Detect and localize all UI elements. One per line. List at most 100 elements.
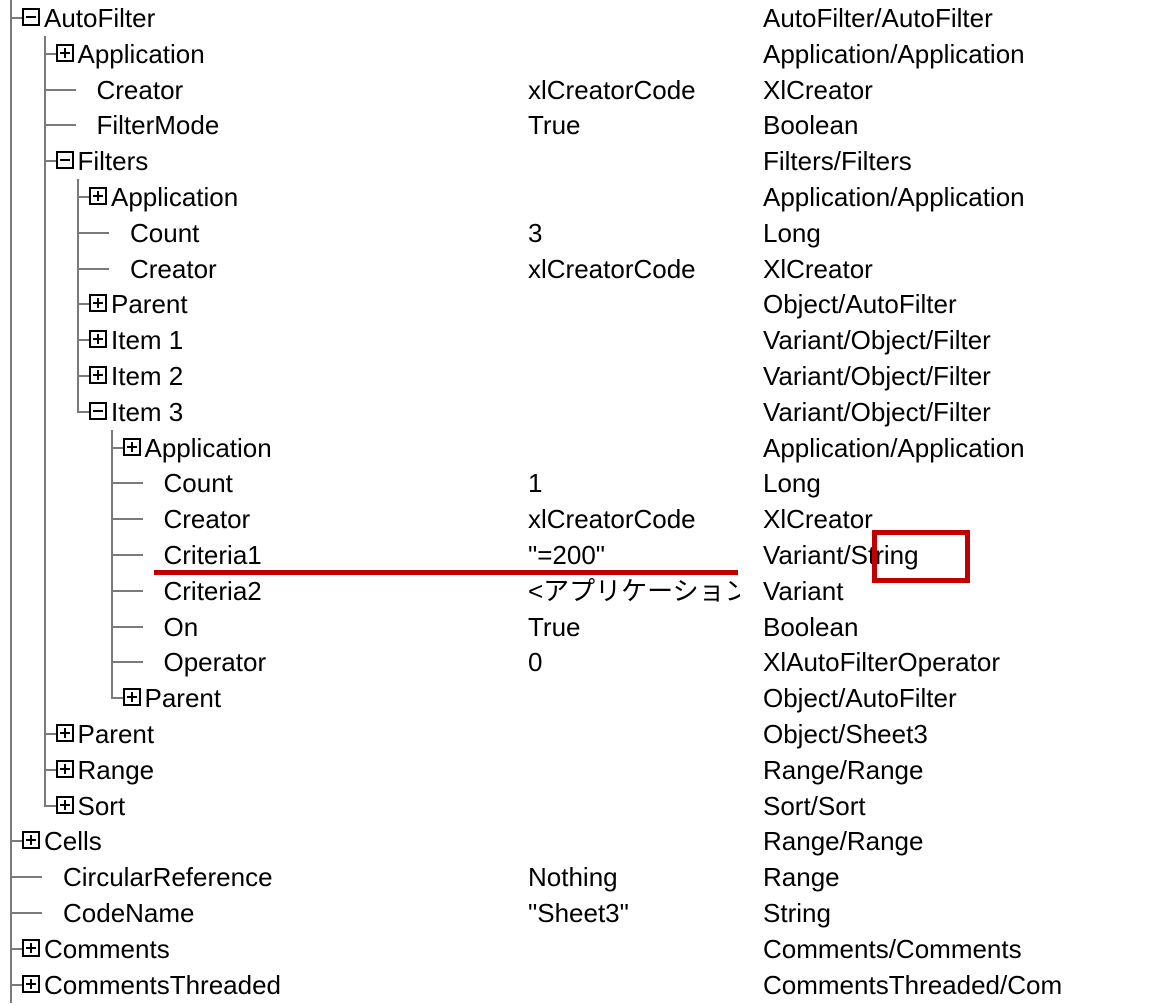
tree-branch-line (43, 160, 56, 162)
tree-guide-line (43, 573, 46, 609)
tree-item-type: Range/Range (763, 755, 924, 785)
plus-box-icon[interactable] (55, 44, 74, 62)
tree-guide-line (10, 286, 12, 322)
tree-item-name: Creator (163, 504, 251, 534)
tree-branch-line (77, 375, 89, 377)
plus-box-icon[interactable] (55, 760, 74, 778)
tree-branch-line (77, 232, 109, 234)
tree-guide-line (43, 251, 46, 287)
tree-item-name: Count (163, 468, 233, 498)
tree-branch-line (10, 17, 22, 19)
tree-row-comments[interactable]: Comments Comments/Comments (0, 931, 1162, 967)
tree-guide-line (10, 537, 12, 573)
tree-item-name: Creator (96, 75, 184, 105)
tree-item-name: Item 1 (111, 325, 184, 355)
tree-row-application[interactable]: Application Application/Application (0, 430, 1162, 466)
plus-box-icon[interactable] (89, 366, 107, 384)
minus-box-icon[interactable] (55, 151, 74, 169)
tree-guide-line (43, 537, 46, 573)
plus-box-icon[interactable] (22, 975, 40, 993)
tree-guide-line (10, 394, 12, 430)
tree-row-commentsthreaded[interactable]: CommentsThreaded CommentsThreaded/Com (0, 967, 1162, 1003)
tree-guide-line (10, 215, 12, 251)
tree-item-name: Comments (44, 934, 170, 964)
tree-guide-line (43, 680, 46, 716)
tree-item-name: Application (144, 433, 272, 463)
tree-branch-line (43, 124, 76, 126)
tree-item-type: Variant (763, 576, 844, 606)
tree-item-type: Comments/Comments (763, 934, 1022, 964)
plus-box-icon[interactable] (89, 330, 107, 348)
tree-guide-line (43, 501, 46, 537)
tree-row-criteria1[interactable]: Criteria1"=200"Variant/String (0, 537, 1162, 573)
tree-item-type: Application/Application (763, 182, 1025, 212)
tree-item-name: Creator (130, 254, 217, 284)
tree-row-codename[interactable]: CodeName"Sheet3"String (0, 895, 1162, 931)
tree-row-criteria2[interactable]: Criteria2 <アプリケーション Variant (0, 573, 1162, 609)
tree-item-name: Criteria1 (163, 540, 262, 570)
tree-branch-line (77, 268, 109, 270)
plus-box-icon[interactable] (89, 187, 107, 205)
plus-box-icon[interactable] (22, 831, 40, 849)
tree-item-type: XlCreator (763, 254, 873, 284)
tree-item-type: Range (763, 862, 840, 892)
tree-connector-line (77, 394, 79, 412)
plus-box-icon[interactable] (89, 294, 107, 312)
tree-branch-line (10, 948, 22, 950)
tree-item-type: XlCreator (763, 504, 873, 534)
tree-guide-line (10, 644, 12, 680)
tree-item-type: Long (763, 468, 821, 498)
tree-item-name: Sort (77, 791, 126, 821)
minus-box-icon[interactable] (22, 8, 40, 26)
tree-item-type: Long (763, 218, 821, 248)
tree-guide-line (10, 609, 12, 645)
tree-connector-line (43, 788, 46, 806)
tree-branch-line (110, 590, 143, 592)
tree-item-value: xlCreatorCode (528, 254, 696, 284)
annotation-underline (154, 570, 738, 575)
tree-branch-line (10, 984, 22, 986)
plus-box-icon[interactable] (55, 796, 74, 814)
tree-item-name: Criteria2 (163, 576, 262, 606)
tree-item-type: Application/Application (763, 433, 1025, 463)
tree-item-name: CommentsThreaded (44, 970, 281, 1000)
tree-item-name: CircularReference (63, 862, 273, 892)
tree-item-type: XlAutoFilterOperator (763, 647, 1000, 677)
tree-item-type: CommentsThreaded/Com (763, 970, 1063, 1000)
tree-branch-line (77, 339, 89, 341)
tree-branch-line (77, 411, 89, 413)
plus-box-icon[interactable] (122, 438, 141, 456)
tree-row-creator[interactable]: Creator xlCreatorCode XlCreator (0, 251, 1162, 287)
plus-box-icon[interactable] (55, 724, 74, 742)
tree-item-type: Boolean (763, 612, 859, 642)
tree-item-name: Item 2 (111, 361, 184, 391)
tree-item-value: <アプリケーション (528, 576, 740, 606)
minus-box-icon[interactable] (89, 402, 107, 420)
plus-box-icon[interactable] (22, 939, 40, 957)
annotation-highlight-box (872, 530, 970, 583)
tree-guide-line (43, 394, 46, 430)
plus-box-icon[interactable] (122, 688, 141, 706)
